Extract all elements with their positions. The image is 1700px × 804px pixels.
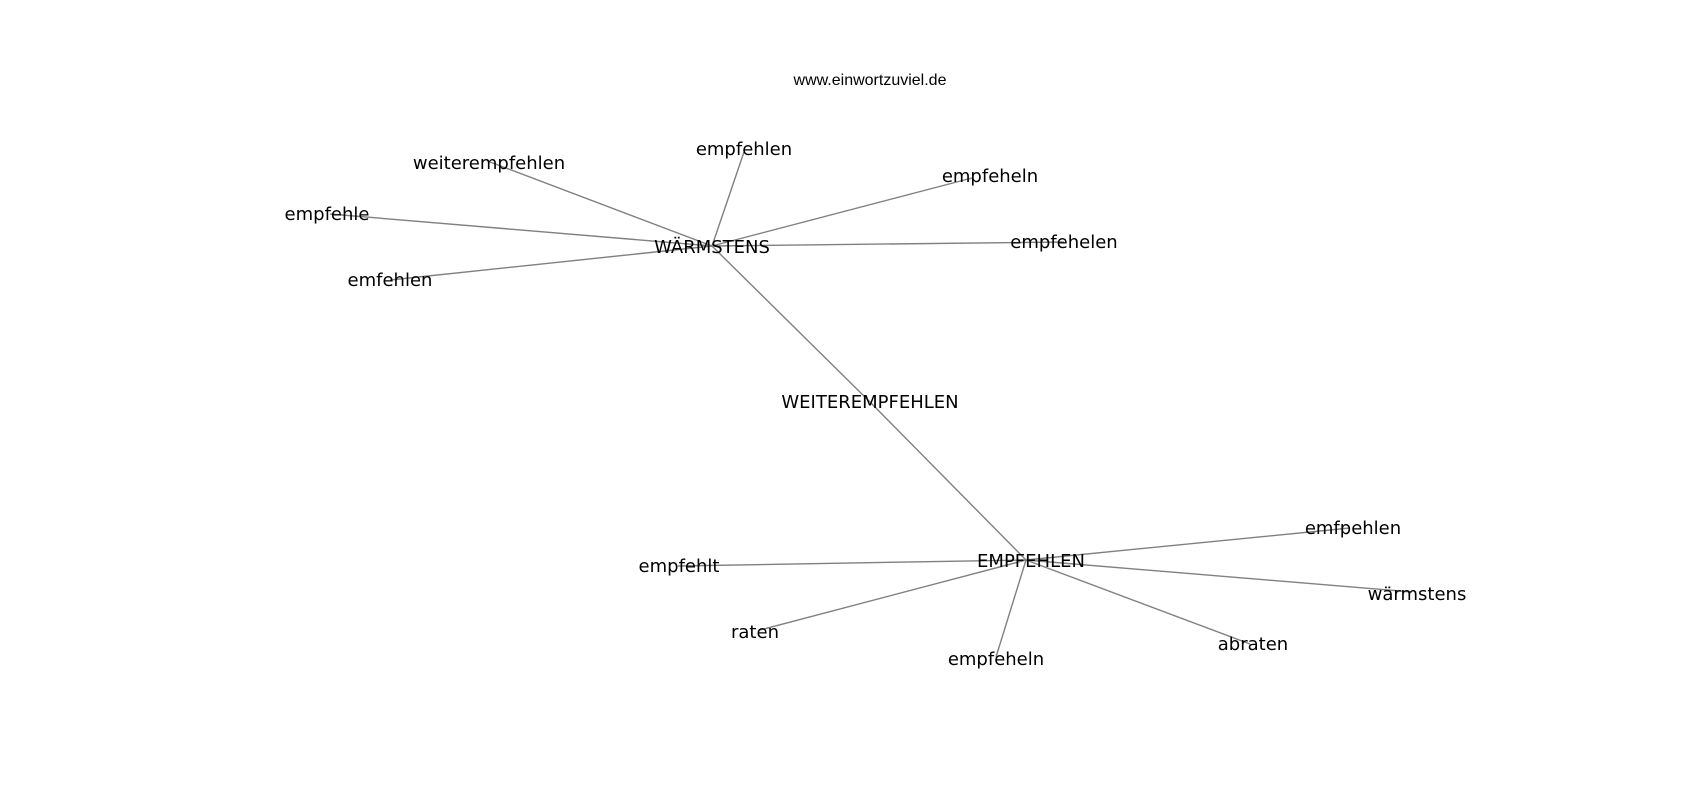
leaf-warmstens-lower-label: wärmstens [1368, 584, 1467, 605]
leaf-abraten-label: abraten [1218, 634, 1288, 655]
edge-empfehlen-raten [759, 559, 1027, 631]
edge-empfehlen-abraten [1025, 559, 1251, 645]
edge-empfehlen-empfeheln-bottom [995, 559, 1027, 658]
hub-empfehlen-label: EMPFEHLEN [977, 551, 1085, 572]
edge-empfehlen-empfehlt [677, 559, 1027, 567]
leaf-empfehlen-top-label: empfehlen [696, 139, 792, 160]
leaf-empfehlt-label: empfehlt [639, 556, 720, 577]
leaf-raten-label: raten [731, 622, 779, 643]
edge-warmstens-weiterempfehlen [489, 161, 713, 247]
graph-edges [329, 151, 1413, 658]
edge-empfehlen-emfpehlen [1025, 527, 1351, 561]
leaf-empfeheln-top-label: empfeheln [942, 166, 1038, 187]
source-url: www.einwortzuviel.de [793, 72, 947, 89]
leaf-weiterempfehlen-label: weiterempfehlen [413, 153, 565, 174]
edge-warmstens-empfehlen-top [711, 151, 745, 247]
edge-warmstens-emfehlen [389, 245, 713, 281]
graph-labels: WEITEREMPFEHLEN WÄRMSTENS weiterempfehle… [285, 139, 1467, 670]
edge-warmstens-empfehelen [711, 241, 1065, 247]
edge-empfehlen-warmstens-lower [1025, 559, 1413, 593]
edge-center-warmstens [711, 245, 871, 403]
leaf-emfehlen-label: emfehlen [348, 270, 433, 291]
edge-center-empfehlen [869, 401, 1027, 561]
center-node-label: WEITEREMPFEHLEN [781, 392, 958, 413]
leaf-empfehle-label: empfehle [285, 204, 370, 225]
hub-warmstens-label: WÄRMSTENS [654, 237, 770, 258]
leaf-empfehelen-label: empfehelen [1010, 232, 1117, 253]
edge-warmstens-empfeheln-top [711, 177, 973, 247]
leaf-emfpehlen-label: emfpehlen [1305, 518, 1401, 539]
leaf-empfeheln-bottom-label: empfeheln [948, 649, 1044, 670]
edge-warmstens-empfehle [329, 213, 713, 247]
